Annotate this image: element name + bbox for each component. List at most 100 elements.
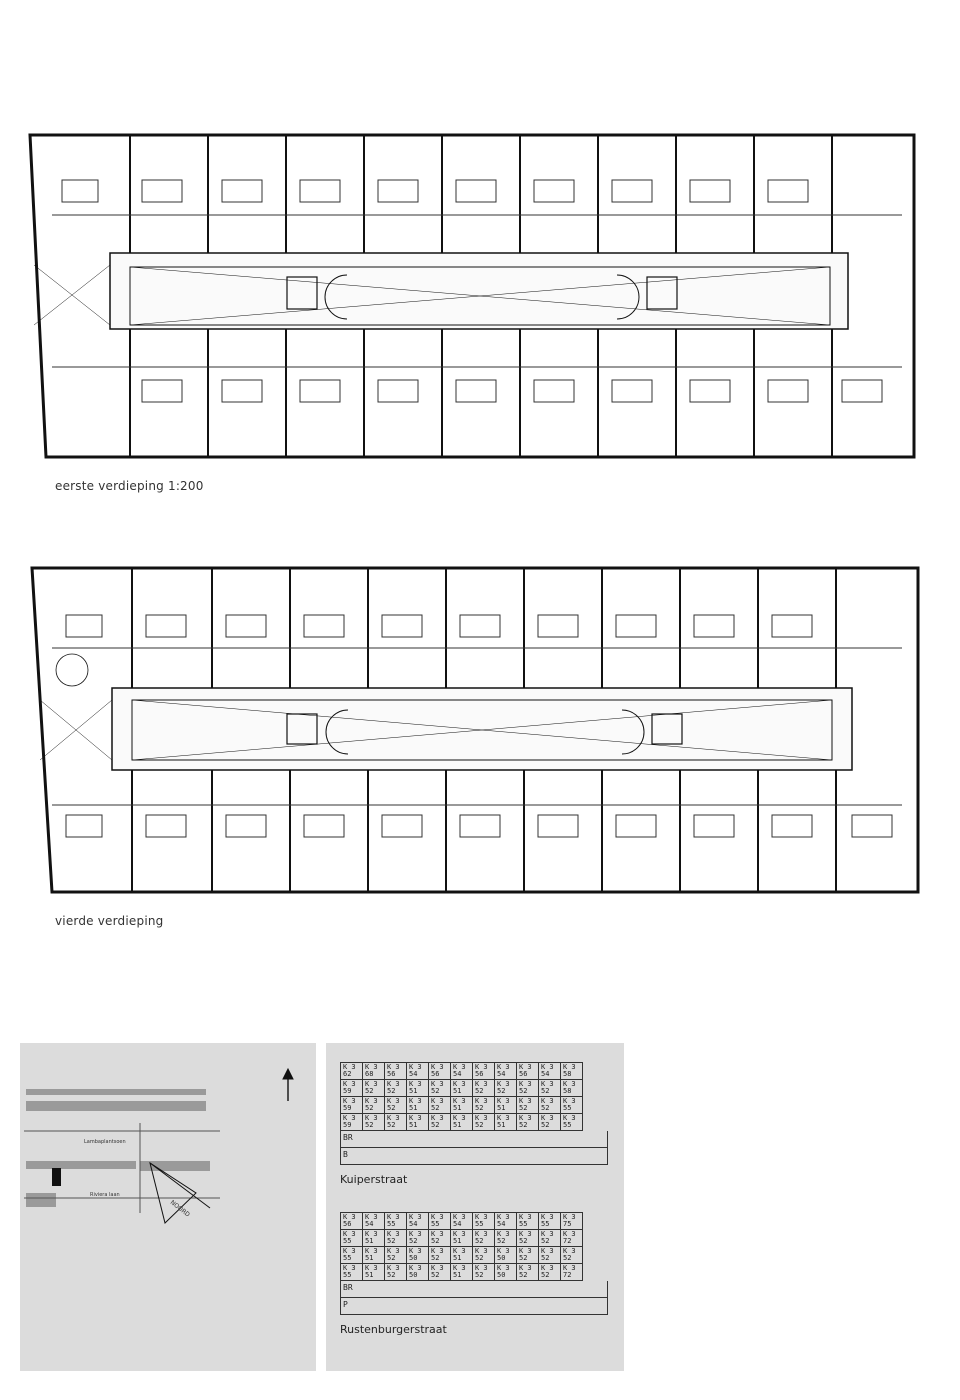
grid-cell-line: K 3 (387, 1080, 400, 1088)
grid-cell-line: 54 (453, 1070, 462, 1078)
grid-cell-line: 52 (431, 1104, 440, 1112)
grid-cell-line: 52 (387, 1254, 396, 1262)
grid-cell-line: 52 (519, 1254, 528, 1262)
grid-cell-line: K 3 (343, 1063, 356, 1071)
grid-cell-line: K 3 (409, 1097, 422, 1105)
grid-cell-line: 50 (497, 1254, 506, 1262)
grid-cell-line: K 3 (431, 1097, 444, 1105)
grid-cell-line: 52 (475, 1121, 484, 1129)
grid-cell-line: K 3 (519, 1080, 532, 1088)
grid-cell-line: 55 (563, 1104, 572, 1112)
grid-cell-line: K 3 (431, 1264, 444, 1272)
grid-cell-line: K 3 (343, 1230, 356, 1238)
grid-cell-line: 55 (343, 1237, 352, 1245)
grid-cell-line: 55 (431, 1220, 440, 1228)
grid-cell-line: 51 (409, 1104, 418, 1112)
grid-cell-line: K 3 (409, 1114, 422, 1122)
site-map: Lambaplantsoen Riviera laan NOORD (24, 1067, 294, 1224)
grid-cell-line: K 3 (365, 1213, 378, 1221)
grid-cell-line: 51 (453, 1271, 462, 1279)
floor-plan-first (28, 133, 916, 459)
grid-cell-line: 54 (497, 1070, 506, 1078)
grid-cell-line: K 3 (497, 1264, 510, 1272)
grid-cell-line: 56 (343, 1220, 352, 1228)
grid-cell-line: 72 (563, 1271, 572, 1279)
grid-cell-line: K 3 (409, 1063, 422, 1071)
grid-cell-line: 56 (431, 1070, 440, 1078)
map-label-road: Riviera laan (90, 1192, 120, 1198)
grid-cell-line: K 3 (343, 1247, 356, 1255)
grid-cell-line: K 3 (365, 1063, 378, 1071)
grid-cell-line: 55 (343, 1271, 352, 1279)
grid-cell-line: K 3 (497, 1247, 510, 1255)
grid-cell-line: 52 (541, 1087, 550, 1095)
floor-plan-fourth-caption: vierde verdieping (55, 914, 164, 928)
grid-cell-line: K 3 (453, 1213, 466, 1221)
grid-cell-line: 52 (365, 1121, 374, 1129)
grid-cell-line: 58 (563, 1070, 572, 1078)
grid-cell-line: K 3 (541, 1097, 554, 1105)
grid-cell-line: 52 (497, 1087, 506, 1095)
grid-cell-line: 52 (541, 1237, 550, 1245)
grid-cell-line: K 3 (387, 1213, 400, 1221)
grid-cell-line: 51 (497, 1121, 506, 1129)
grid-cell-line: K 3 (453, 1247, 466, 1255)
grid-cell-line: 52 (519, 1121, 528, 1129)
grid-cell-line: K 3 (497, 1097, 510, 1105)
grid-cell-line: K 3 (475, 1063, 488, 1071)
grid-cell-line: 52 (431, 1237, 440, 1245)
north-arrow-icon (282, 1067, 294, 1101)
grid-cell-line: K 3 (497, 1063, 510, 1071)
grid-cell-line: 51 (409, 1087, 418, 1095)
grid-cell-line: 52 (475, 1104, 484, 1112)
grid-cell-line: K 3 (497, 1213, 510, 1221)
grid-cell-line: 51 (365, 1237, 374, 1245)
grid-cell-line: 52 (387, 1121, 396, 1129)
grid-cell-line: 52 (519, 1087, 528, 1095)
grid-cell-line: 56 (519, 1070, 528, 1078)
grid-cell-line: 52 (409, 1237, 418, 1245)
grid-cell-line: K 3 (387, 1097, 400, 1105)
grid-cell-line: K 3 (453, 1080, 466, 1088)
grid-cell-line: K 3 (431, 1080, 444, 1088)
strip-row: B (340, 1148, 608, 1165)
grid-cell-line: 52 (519, 1104, 528, 1112)
